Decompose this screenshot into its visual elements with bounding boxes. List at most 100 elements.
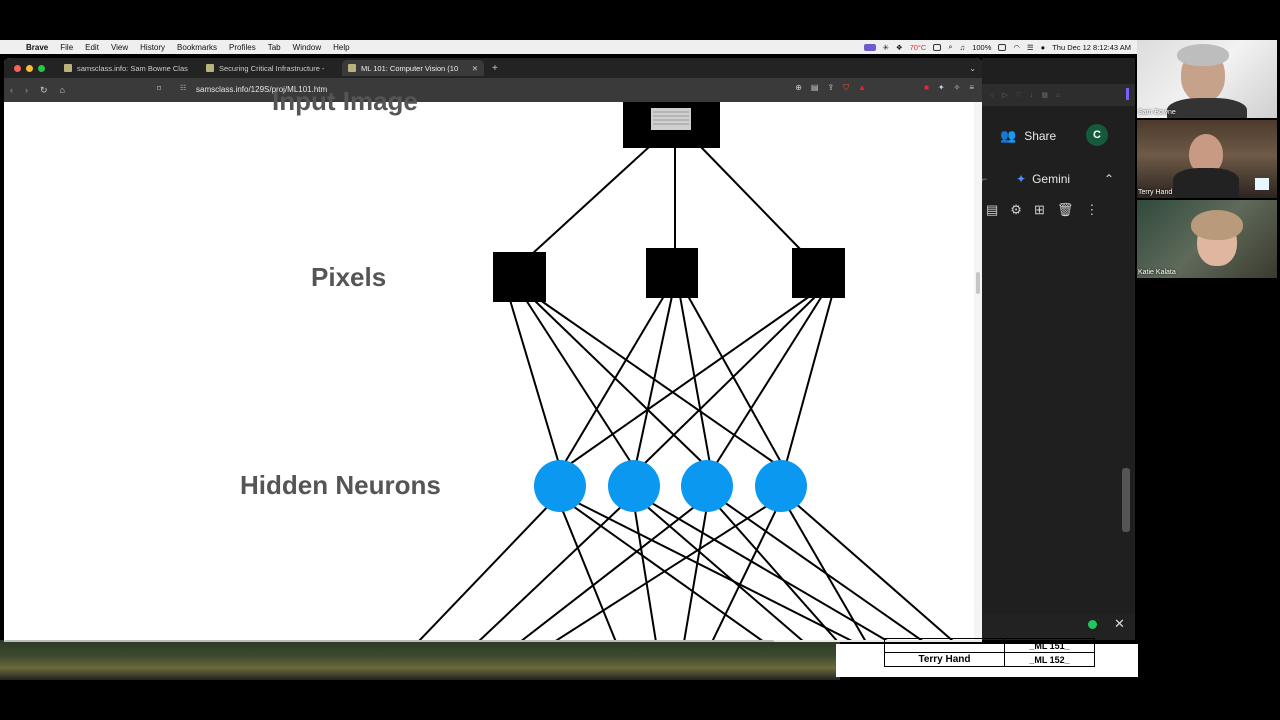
favicon-icon xyxy=(64,64,72,72)
spinner-icon[interactable]: ✳ xyxy=(882,42,889,52)
participant-shirt xyxy=(1167,98,1247,118)
avatar[interactable]: C xyxy=(1086,124,1108,146)
gear-icon[interactable]: ⚙ xyxy=(1010,202,1022,217)
screen-share-icon[interactable] xyxy=(863,43,876,51)
spreadsheet-fragment: _ML 151_ Terry Hand _ML 152_ xyxy=(836,638,1138,677)
side-scroll-thumb[interactable] xyxy=(1122,468,1130,532)
zoom-window-icon[interactable] xyxy=(38,64,45,72)
menu-help[interactable]: Help xyxy=(333,42,350,52)
horizontal-scrollbar[interactable] xyxy=(4,640,982,642)
brave-shield-icon[interactable]: ⛉ xyxy=(843,83,850,92)
side-toolbar: ○▷♡↓▦⌂ xyxy=(982,84,1135,106)
edge xyxy=(643,503,805,642)
wallpaper xyxy=(0,640,840,680)
extension-icon[interactable]: ■ xyxy=(924,83,929,92)
participant-name: Sam Bowne xyxy=(1138,109,1176,116)
wifi-icon[interactable]: ◠ xyxy=(1013,42,1020,52)
menu-window[interactable]: Window xyxy=(292,42,322,52)
video-tile[interactable]: Sam Bowne xyxy=(1137,40,1277,118)
tool-icon[interactable]: ❖ xyxy=(895,42,903,52)
edge xyxy=(477,503,625,642)
zoom-icon[interactable]: ⊕ xyxy=(795,83,802,92)
tab-samsclass[interactable]: samsclass.info: Sam Bowne Clas xyxy=(58,60,200,76)
menu-app-name[interactable]: Brave xyxy=(26,42,49,52)
new-tab-icon[interactable]: + xyxy=(492,62,498,74)
edge xyxy=(539,299,777,465)
edge xyxy=(519,503,699,642)
reader-icon[interactable]: ▤ xyxy=(810,83,819,92)
more-icon[interactable]: ⋮ xyxy=(1085,202,1099,217)
collapse-side-icon[interactable]: ⌐ xyxy=(982,174,988,184)
minimize-window-icon[interactable] xyxy=(26,64,33,72)
participant-name: Terry Hand xyxy=(1138,189,1173,196)
trash-icon[interactable]: 🗑 xyxy=(1056,202,1074,217)
close-window-icon[interactable] xyxy=(14,64,21,72)
control-center-icon[interactable]: ☰ xyxy=(1026,42,1034,52)
participant-shirt xyxy=(1173,168,1239,198)
address-bar[interactable]: samsclass.info/129S/proj/ML101.htm xyxy=(196,85,328,94)
tab-ml101[interactable]: ML 101: Computer Vision (10 ✕ xyxy=(342,60,484,76)
favicon-icon xyxy=(206,64,214,72)
menu-profiles[interactable]: Profiles xyxy=(229,42,256,52)
hidden-neuron xyxy=(608,460,660,512)
chevron-up-icon[interactable]: ⌃ xyxy=(1104,172,1115,186)
add-page-icon[interactable]: ⊞ xyxy=(1033,202,1045,217)
home-icon[interactable]: ⌂ xyxy=(59,85,65,95)
scroll-thumb[interactable] xyxy=(4,640,774,642)
search-icon[interactable]: ⌕ xyxy=(948,42,953,51)
status-dot-icon xyxy=(1088,620,1097,629)
menu-tab[interactable]: Tab xyxy=(267,42,281,52)
menu-view[interactable]: View xyxy=(110,42,129,52)
hidden-neuron xyxy=(755,460,807,512)
bookmark-icon[interactable]: ⌑ xyxy=(157,84,162,93)
menu-edit[interactable]: Edit xyxy=(85,42,99,52)
gemini-button[interactable]: ✦ Gemini xyxy=(1016,172,1070,186)
toolbar-icons: ⊕ ▤ ⇪ ⛉ ▲ ■ ✦ ✧ ≡ xyxy=(795,83,974,93)
chevron-down-icon[interactable]: ⌄ xyxy=(969,63,976,73)
extensions-icon[interactable]: ✦ xyxy=(937,83,945,92)
edge xyxy=(635,295,673,465)
tab-securing-infrastructure[interactable]: Securing Critical Infrastructure - xyxy=(200,60,342,76)
tab-title: ML 101: Computer Vision (10 xyxy=(361,63,459,73)
battery-icon[interactable] xyxy=(998,43,1007,51)
gemini-star-icon: ✦ xyxy=(1016,172,1027,186)
clock[interactable]: Thu Dec 12 8:12:43 AM xyxy=(1052,42,1131,52)
back-icon[interactable]: ‹ xyxy=(10,85,13,95)
headphones-icon[interactable]: ♫ xyxy=(959,42,966,52)
site-settings-icon[interactable]: ☷ xyxy=(180,85,187,92)
temperature-readout[interactable]: 70°C xyxy=(909,42,927,52)
grid-icon[interactable] xyxy=(933,43,942,51)
edge xyxy=(683,505,708,642)
favicon-icon xyxy=(348,64,356,72)
reload-icon[interactable]: ↻ xyxy=(40,84,48,95)
table-cell: _ML 152_ xyxy=(1004,652,1095,667)
close-icon[interactable]: ✕ xyxy=(1114,616,1125,631)
page-content: Input Image Pixels Hidden Neurons xyxy=(4,86,974,642)
edge xyxy=(525,299,633,465)
share-button[interactable]: 👥 Share xyxy=(1000,128,1056,144)
edge xyxy=(711,505,779,642)
siri-icon[interactable]: ● xyxy=(1040,42,1046,52)
battery-percent[interactable]: 100% xyxy=(972,42,992,52)
comment-icon[interactable]: ▤ xyxy=(986,202,999,217)
menu-history[interactable]: History xyxy=(140,42,166,52)
forward-icon[interactable]: › xyxy=(25,85,28,95)
leo-icon[interactable]: ✧ xyxy=(953,83,961,92)
video-tile[interactable]: Katie Kalata xyxy=(1137,200,1277,278)
edge xyxy=(509,299,560,465)
menu-icon[interactable]: ≡ xyxy=(969,83,974,92)
rewards-icon[interactable]: ▲ xyxy=(858,83,867,92)
vertical-scrollbar[interactable] xyxy=(974,102,982,642)
edge xyxy=(700,146,802,251)
accent-bar xyxy=(1126,88,1129,100)
scroll-thumb[interactable] xyxy=(976,272,980,294)
edge xyxy=(575,501,855,642)
table-cell: _ML 151_ xyxy=(1004,638,1095,653)
edge xyxy=(569,503,765,642)
close-tab-icon[interactable]: ✕ xyxy=(471,63,478,73)
video-tile[interactable]: Terry Hand xyxy=(1137,120,1277,198)
share-page-icon[interactable]: ⇪ xyxy=(827,83,835,92)
menu-bar: Brave File Edit View History Bookmarks P… xyxy=(0,40,1137,54)
menu-bookmarks[interactable]: Bookmarks xyxy=(177,42,218,52)
menu-file[interactable]: File xyxy=(60,42,74,52)
